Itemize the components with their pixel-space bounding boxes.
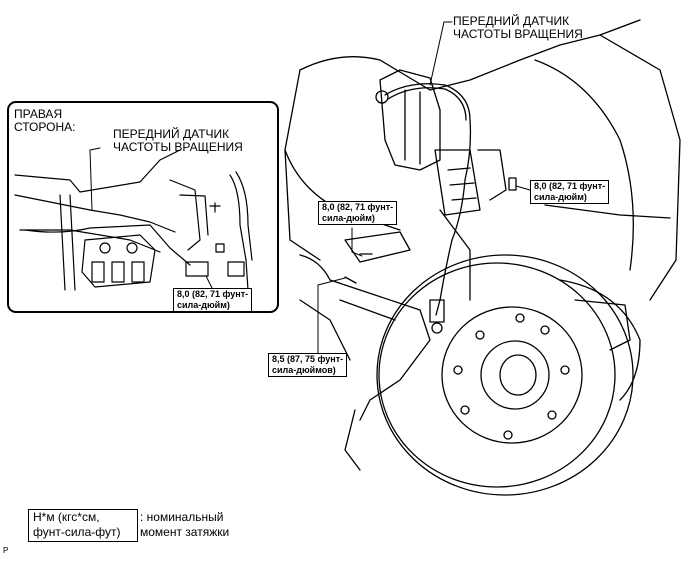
torque-callout-inset: 8,0 (82, 71 фунт- сила-дюйм) — [173, 288, 253, 312]
inset-sensor-label: ПЕРЕДНИЙ ДАТЧИК ЧАСТОТЫ ВРАЩЕНИЯ — [113, 127, 243, 154]
torque-callout-right: 8,0 (82, 71 фунт- сила-дюйм) — [530, 180, 610, 204]
inset-drawing — [14, 147, 253, 291]
strut-assembly — [379, 69, 507, 301]
brake-rotor — [376, 254, 641, 496]
inset-side-label: ПРАВАЯ СТОРОНА: — [14, 107, 76, 134]
lower-arm — [299, 231, 431, 471]
bolts — [344, 177, 517, 284]
torque-callout-center: 8,0 (82, 71 фунт- сила-дюйм) — [318, 201, 398, 225]
leader-lines — [317, 21, 531, 356]
figure-code: P — [3, 546, 9, 555]
legend-meaning: : номинальный момент затяжки — [140, 510, 230, 539]
torque-callout-lower: 8,5 (87, 75 фунт- сила-дюймов) — [268, 353, 348, 377]
inset-frame — [7, 101, 279, 313]
body-panel — [284, 19, 681, 301]
legend-units-box: Н*м (кгс*см, фунт-сила-фут) — [28, 509, 138, 542]
main-sensor-wire — [375, 83, 472, 334]
main-sensor-label: ПЕРЕДНИЙ ДАТЧИК ЧАСТОТЫ ВРАЩЕНИЯ — [453, 14, 583, 41]
